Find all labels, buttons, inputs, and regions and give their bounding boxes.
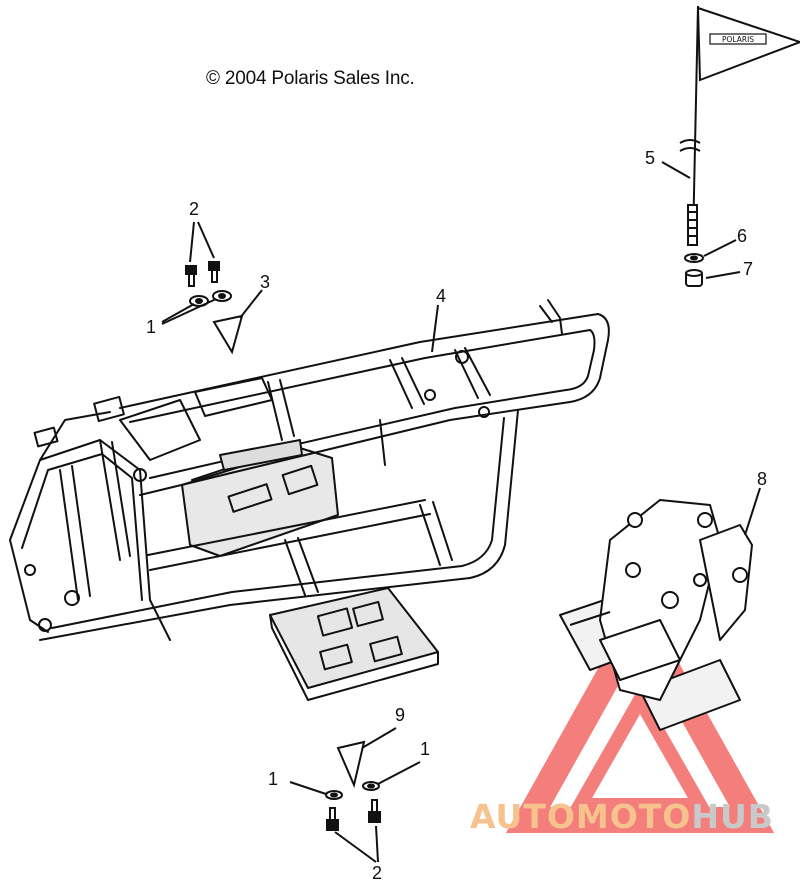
callout-8: 8: [757, 469, 768, 489]
frame-assembly: [9, 299, 610, 701]
callout-1-top: 1: [146, 317, 157, 337]
top-left-fasteners: [161, 221, 439, 355]
copyright-notice: © 2004 Polaris Sales Inc.: [206, 68, 415, 89]
callout-6: 6: [737, 226, 748, 246]
bottom-fasteners: [289, 727, 421, 863]
flag-whip: POLARIS: [661, 5, 800, 287]
callout-1-bottom-right: 1: [420, 739, 431, 759]
callout-2-bottom: 2: [372, 863, 383, 883]
callout-3: 3: [260, 272, 271, 292]
watermark-text-secondary: HUB: [691, 797, 774, 836]
callout-1-bottom-left: 1: [268, 769, 279, 789]
bracket-assembly: [559, 487, 761, 731]
watermark-logo: [505, 593, 775, 833]
callout-4: 4: [436, 286, 447, 306]
callout-2-top: 2: [189, 199, 200, 219]
flag-label: POLARIS: [722, 35, 754, 44]
callout-5: 5: [645, 148, 656, 168]
callout-7: 7: [743, 259, 754, 279]
watermark-text: AUTOMOTOHUB: [470, 797, 774, 837]
callout-9: 9: [395, 705, 406, 725]
watermark-text-primary: AUTOMOTO: [470, 797, 692, 836]
